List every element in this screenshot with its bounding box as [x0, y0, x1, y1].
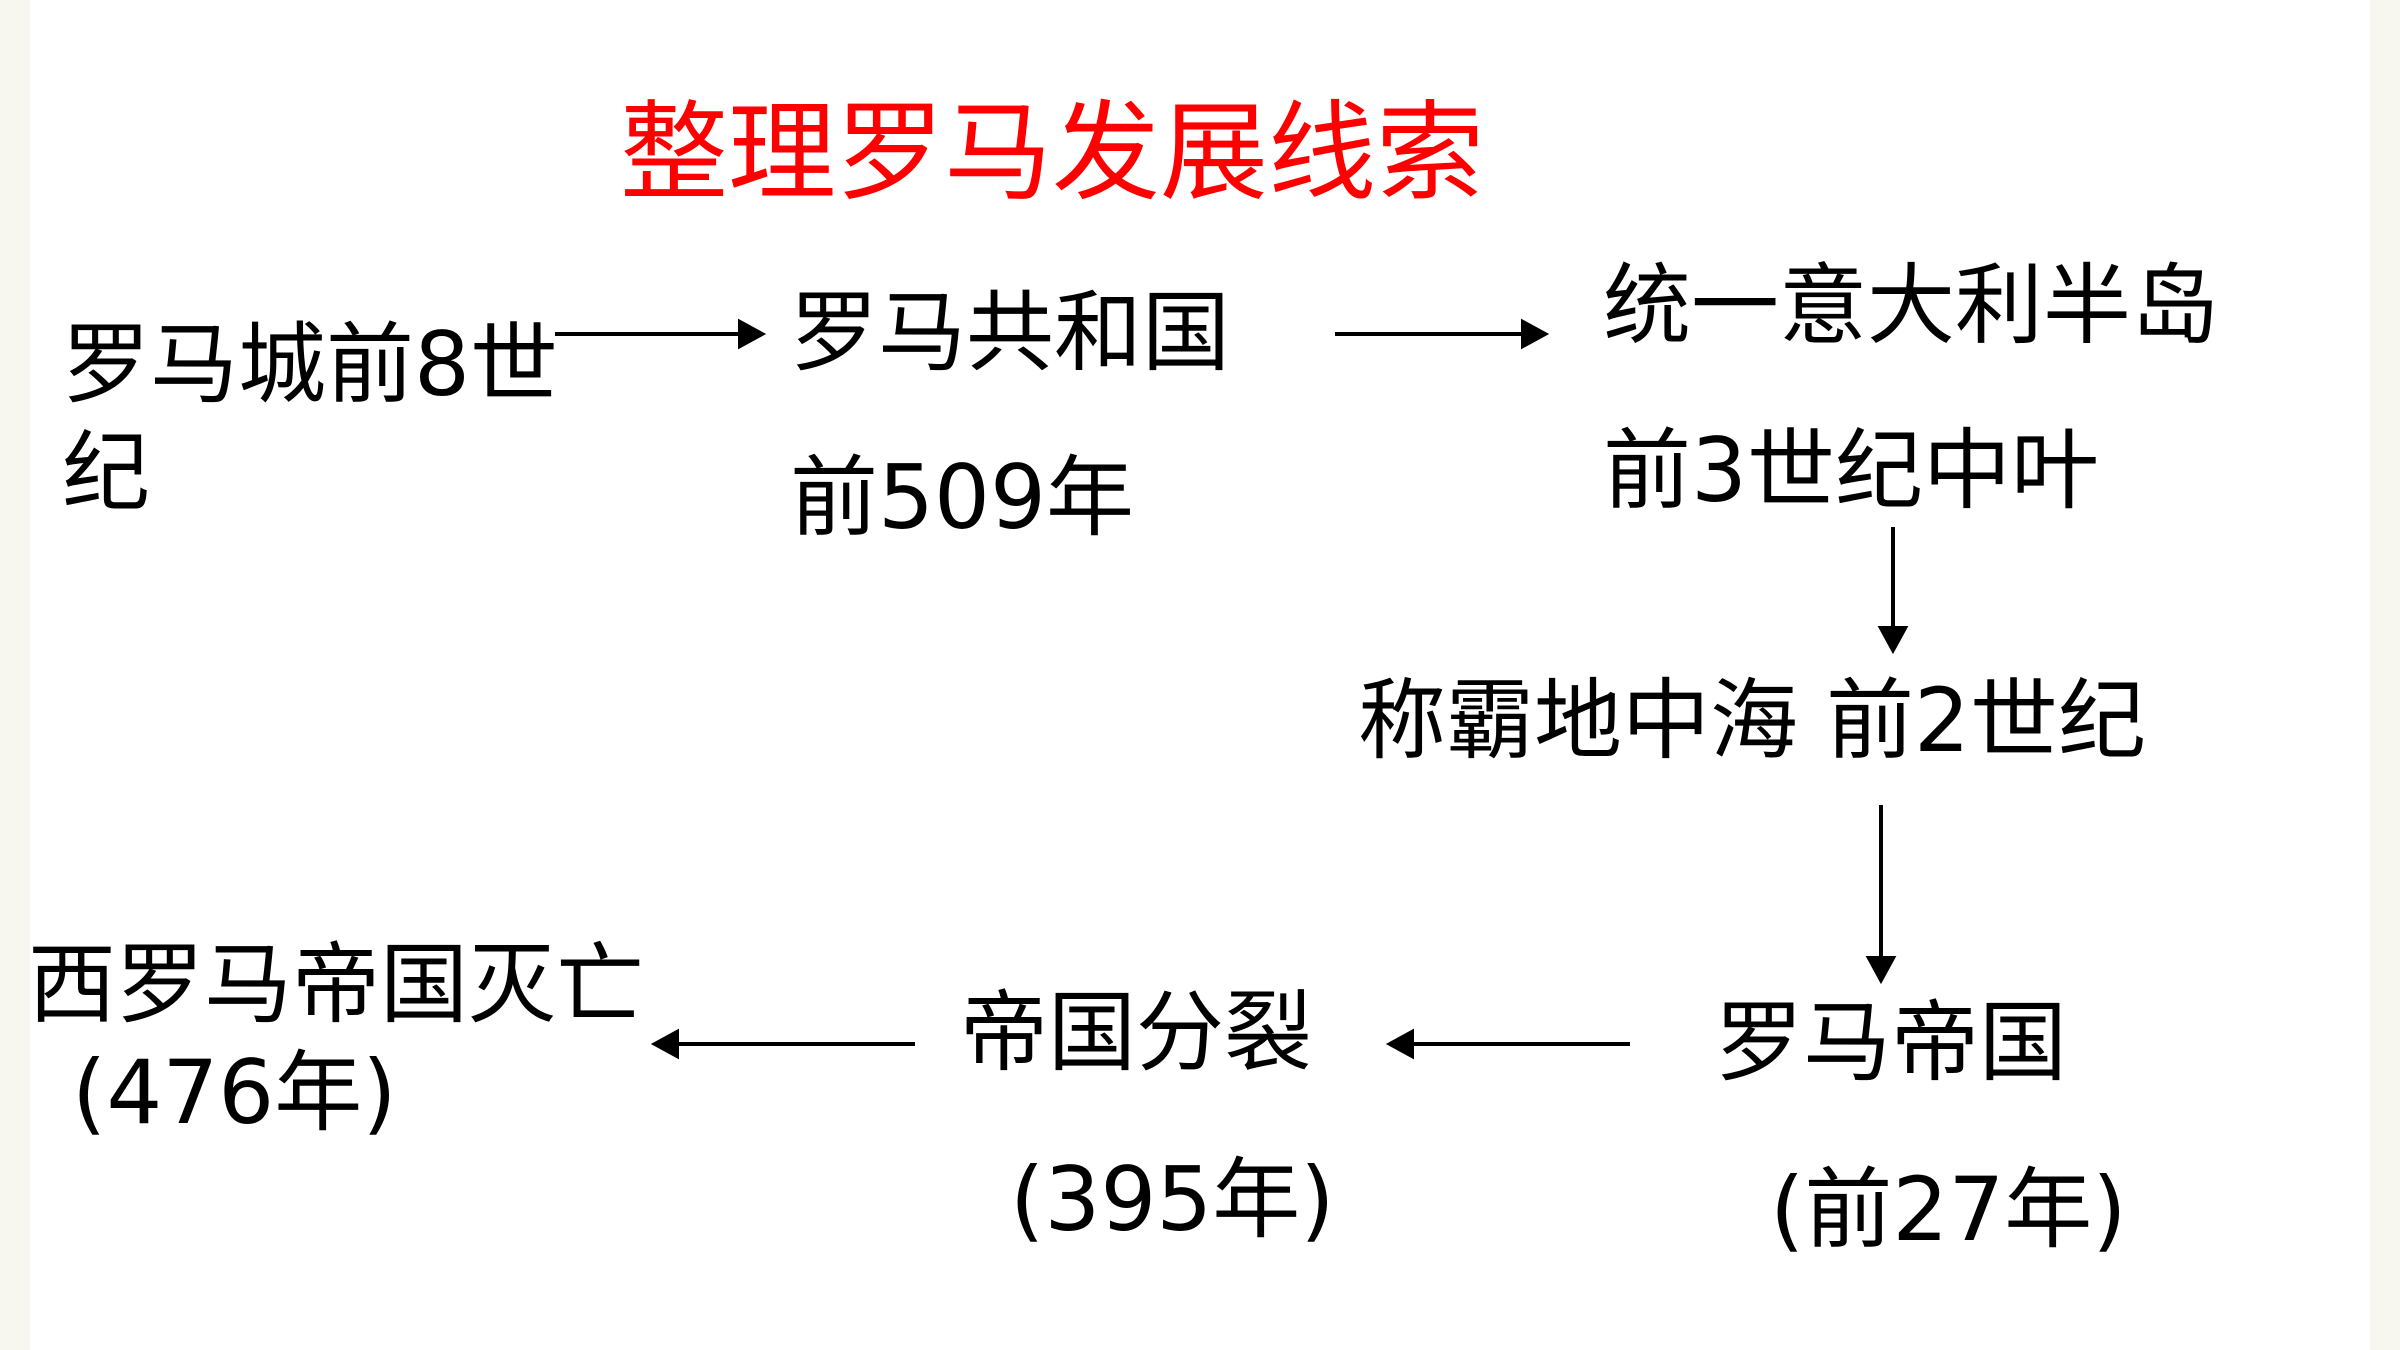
split-date: (395年)	[1010, 1148, 1335, 1251]
mediterranean-label: 称霸地中海 前2世纪	[1358, 669, 2146, 772]
split-label: 帝国分裂	[960, 981, 1313, 1084]
republic-label: 罗马共和国	[790, 281, 1231, 384]
empire-date: (前27年)	[1770, 1158, 2127, 1261]
arrowhead-city-to-republic	[738, 318, 767, 350]
unify-italy-date: 前3世纪中叶	[1603, 419, 2099, 522]
arrowhead-republic-to-unify	[1521, 318, 1550, 350]
arrowhead-split-to-western-fall	[650, 1028, 679, 1060]
republic-date: 前509年	[790, 446, 1134, 549]
slide-title: 整理罗马发展线索	[620, 91, 1485, 216]
arrowhead-unify-to-mediterranean	[1877, 626, 1909, 655]
arrowhead-mediterranean-to-empire	[1865, 956, 1897, 985]
western-fall-label: 西罗马帝国灭亡	[28, 933, 645, 1036]
arrowhead-empire-to-split	[1385, 1028, 1414, 1060]
western-fall-date: (476年)	[72, 1041, 397, 1144]
unify-italy-label: 统一意大利半岛	[1603, 254, 2220, 357]
rome-city-label-line1: 罗马城前8世	[62, 313, 558, 416]
empire-label: 罗马帝国	[1715, 991, 2068, 1094]
right-edge-band	[2370, 0, 2400, 1350]
left-edge-band	[0, 0, 30, 1350]
rome-city-label-line2: 纪	[62, 421, 151, 524]
